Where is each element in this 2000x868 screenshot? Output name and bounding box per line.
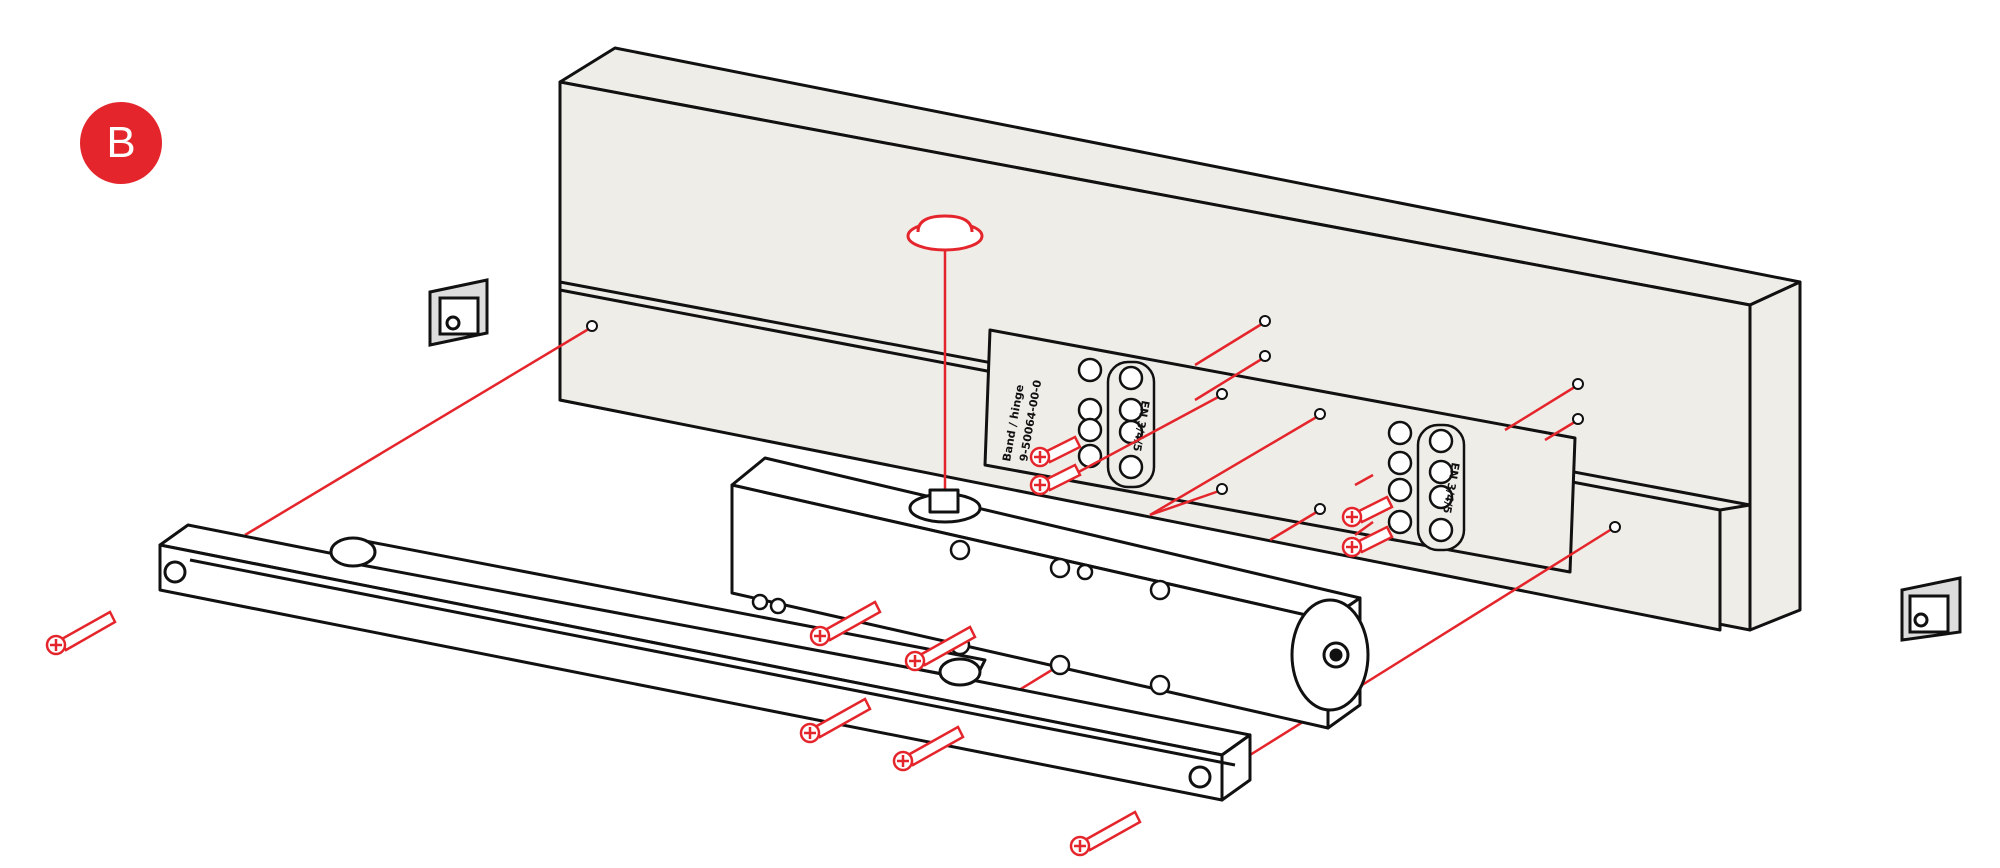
screw-body-1 [809,600,882,647]
spindle-cap [906,214,984,252]
screw-plate-1 [1029,435,1082,468]
mounting-plate: Band / hinge 9-50064-00-0 EN 3/4/5 EN 3/… [983,328,1577,574]
screw-rail-right [1069,810,1142,857]
plate-holes-right [1387,420,1466,552]
screw-body-2 [904,625,977,672]
screw-plate-2 [1029,463,1082,496]
frame-holes [586,315,1621,533]
screw-rail-left [45,610,117,656]
step-badge: B [80,102,162,184]
end-cap-left [428,278,489,347]
screw-body-4 [892,725,965,772]
screws [45,435,1394,857]
screw-body-3 [799,697,872,744]
end-cap-right [1900,576,1962,642]
screw-plate-4 [1341,525,1394,558]
screw-plate-3 [1341,495,1394,528]
door-closer-body [730,456,1370,730]
plate-holes-left [1077,357,1156,489]
